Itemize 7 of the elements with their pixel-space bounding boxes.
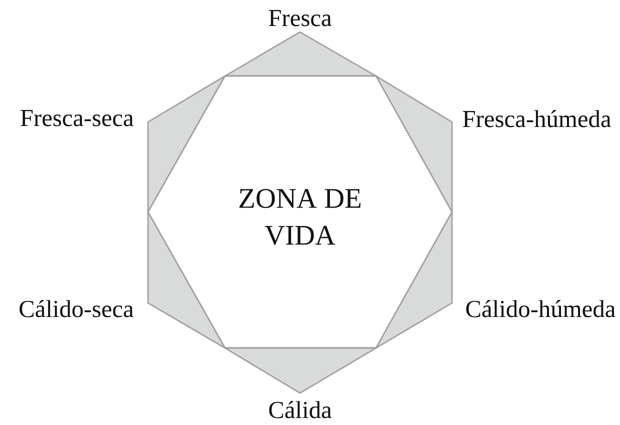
sector-label: Fresca [268,10,332,26]
sector-label: Fresca-seca [20,110,134,126]
sector-label: Fresca-húmeda [462,110,611,128]
sector-label: Cálido-seca [20,300,134,318]
sector-label: Cálido-húmeda [466,300,616,318]
hexagon-zone: ZONA DE VIDA [147,75,453,349]
sector-label: Cálida [269,401,332,418]
